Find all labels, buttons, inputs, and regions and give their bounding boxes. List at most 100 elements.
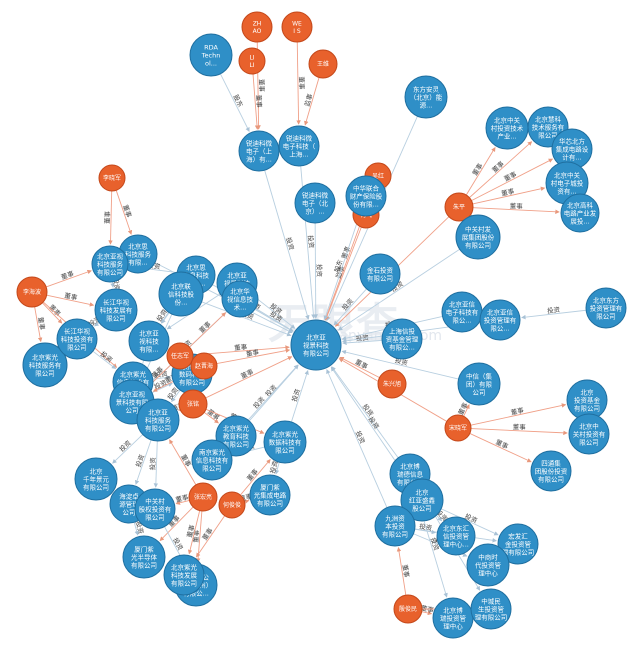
company-node-c_zw2[interactable]: 锐迪科微电子科技（上海... (278, 125, 320, 167)
person-node-p_song[interactable]: 宋晓军 (444, 414, 472, 442)
edge-c_jw6-c_jw7 (110, 281, 115, 288)
company-node-c_bjzg[interactable]: 北京中关村投资技术产业... (485, 106, 529, 150)
company-node-c_jt9[interactable]: 九洲资本投资有限公司 (374, 505, 416, 547)
company-node-c_bjzx[interactable]: 中商时代投资管理中心 (466, 543, 510, 587)
company-node-c_zxjt[interactable]: 四通集团股份投资有限公司 (530, 450, 572, 492)
node-label: 北京高科电路产业发展投... (564, 200, 597, 225)
edge-label: 董事 (191, 529, 201, 543)
node-label: 南京紫光信息科技有限公司 (196, 447, 229, 472)
node-circle (136, 398, 180, 442)
company-node-c_zw1[interactable]: 锐迪科微电子（上海）有... (238, 130, 280, 172)
person-node-p_zhao2[interactable]: 赵晋海 (190, 352, 218, 380)
node-circle (188, 482, 218, 512)
company-node-c_jw6[interactable]: 北京亚视科技服务有限公司 (91, 245, 129, 283)
node-circle (128, 320, 170, 362)
edge-label: 投资 (289, 387, 302, 403)
company-node-c_bjzgsc[interactable]: 北京紫光科技发展有限公司 (163, 554, 205, 596)
company-node-c_jw16[interactable]: 北京紫光数据科技有限公司 (263, 420, 307, 464)
company-node-c_jw8[interactable]: 北京紫光科技服务有限公司 (22, 342, 68, 388)
node-label: 北京华视信息技术... (227, 286, 254, 311)
edge-c_jt9-c_bjdh (414, 528, 437, 535)
person-node-p_li1[interactable]: 李晓军 (98, 164, 126, 192)
node-label: 北京亚视景科技有限公司 (116, 389, 149, 414)
edge-p_zhu-c_bjgq (472, 207, 560, 215)
person-node-p_yin[interactable]: 殷俊民 (393, 594, 423, 624)
company-node-c_bjhs[interactable]: 北京红亚盛鑫股公司 (400, 478, 444, 522)
person-node-p_zhu[interactable]: 朱平 (444, 192, 474, 222)
company-node-c_zgxx[interactable]: 中关村股权投资有限公司 (134, 488, 176, 530)
edge-p_wei-c_zw2 (296, 41, 301, 125)
company-node-c_bjdt[interactable]: 北京亚信电子科技有限公... (441, 291, 483, 333)
company-node-c_bjhf[interactable]: 中城民生投资管理有限公司 (470, 588, 512, 630)
company-node-c_fqz[interactable]: 华芯北方集成电路设计有... (551, 128, 593, 170)
edge-p_zhangxx-c_bjzgsc (187, 510, 201, 555)
edge-label: 董事 (200, 526, 215, 542)
person-node-p_ren[interactable]: 任志军 (166, 342, 194, 370)
company-node-c_bjdh[interactable]: 北京东汇信投资管理中心... (436, 516, 476, 556)
node-circle (190, 352, 218, 380)
edge-label: 董事 (257, 79, 266, 93)
node-label: 北京亚视景科技有限公司 (303, 332, 330, 357)
company-node-c_shtx[interactable]: 上海信投资基金管理有限公... (381, 318, 423, 360)
node-label: 北京东方投资管理有限公司 (590, 295, 623, 320)
company-node-c_bjxs[interactable]: 北京亚信投资管理有限公... (479, 299, 521, 341)
company-node-c_zhzl[interactable]: 中华联合财产保险股份有限... (345, 175, 387, 217)
company-node-c_xmzg[interactable]: 厦门紫光集成电路有限公司 (249, 474, 291, 516)
company-node-c_bjjt[interactable]: 北京投资基金有限公司 (566, 379, 608, 421)
company-node-c_bjdfs[interactable]: 北京东方投资管理有限公司 (585, 287, 627, 329)
edge-label: 董事 (510, 405, 525, 417)
company-node-c_jzjy[interactable]: 金石投资有限公司 (359, 253, 401, 295)
node-circle (22, 342, 68, 388)
node-label: 北京中关村投资有限公司 (573, 421, 606, 446)
edge-c_bjdz-center (331, 366, 399, 459)
node-label: 北京东汇信投资管理中心... (443, 523, 470, 548)
node-circle (122, 535, 166, 579)
company-node-center[interactable]: 北京亚视景科技有限公司 (290, 319, 342, 371)
edge-label: 董事 (245, 347, 260, 358)
company-node-c_jw7[interactable]: 长江华视科技发展有限公司 (94, 288, 138, 332)
edge-p_li2-c_jw6 (45, 269, 92, 288)
company-node-c_dfaq[interactable]: 东方安灵（北京）能源... (404, 75, 448, 119)
company-node-c_zhjt[interactable]: 中信（集团）有限公司 (457, 362, 501, 406)
edge-p_zhangxx-c_jw14 (169, 439, 197, 486)
node-circle (238, 130, 280, 172)
person-node-p_zhuhong[interactable]: 朱兴旭 (377, 369, 407, 399)
company-node-c_bjzy[interactable]: 北京博瑞投资管理中心 (432, 597, 474, 639)
company-node-c_jw10[interactable]: 长江华视科技投资有限公司 (56, 318, 98, 360)
company-node-c_jw14[interactable]: 北京亚科技服务有限公司 (136, 398, 180, 442)
company-node-c_xm[interactable]: 厦门紫光半导体有限公司 (122, 535, 166, 579)
company-node-c_rdbj[interactable]: 锐迪科微电子（北京）... (294, 182, 336, 224)
edge-p_song-c_zhjt (463, 404, 470, 417)
edge-label: 董事 (512, 422, 526, 432)
company-node-c_zgtz[interactable]: 中关村发展集团股份有限公司 (455, 214, 501, 260)
company-node-c_jw17[interactable]: 南京紫光信息科技有限公司 (191, 439, 233, 481)
person-node-p_zhangxx[interactable]: 张宏亮 (188, 482, 218, 512)
edge-p_ren-c_jw5 (189, 312, 227, 348)
company-node-c_jw9[interactable]: 北京亚视科技有限... (128, 320, 170, 362)
person-node-p_wangwei[interactable]: 王维 (308, 49, 338, 79)
company-node-c_bjqn[interactable]: 北京千年景元有限公司 (74, 457, 118, 501)
node-label: 北京千年景元有限公司 (83, 466, 110, 491)
edge-label: 董事 (509, 201, 523, 211)
edge-label: 董事 (470, 161, 485, 177)
person-node-p_zhang[interactable]: 张铭 (178, 389, 208, 419)
edge-p_li1-c_jw1 (115, 190, 133, 235)
company-node-c_jw5[interactable]: 北京华视信息技术... (221, 280, 259, 318)
company-node-c_jw4[interactable]: 北京联信科技股份... (158, 271, 204, 317)
person-node-p_he2[interactable]: 何俊俊 (218, 491, 246, 519)
company-node-c_bjgq[interactable]: 北京高科电路产业发展投... (560, 193, 600, 233)
company-node-c_bjzt[interactable]: 北京中关村投资有限公司 (568, 413, 610, 455)
edge-p_he-center (324, 226, 362, 321)
node-label: 北京亚视科技有限... (139, 328, 159, 353)
node-label: 中商时代投资管理中心 (475, 552, 502, 577)
company-node-c_hy[interactable]: 宏发汇金投资管理有限公司 (497, 523, 539, 565)
edge-label: 董事 (456, 400, 470, 416)
node-circle (400, 478, 444, 522)
edge-label: 投资 (284, 236, 296, 251)
person-node-p_li2[interactable]: 李海波 (16, 276, 48, 308)
